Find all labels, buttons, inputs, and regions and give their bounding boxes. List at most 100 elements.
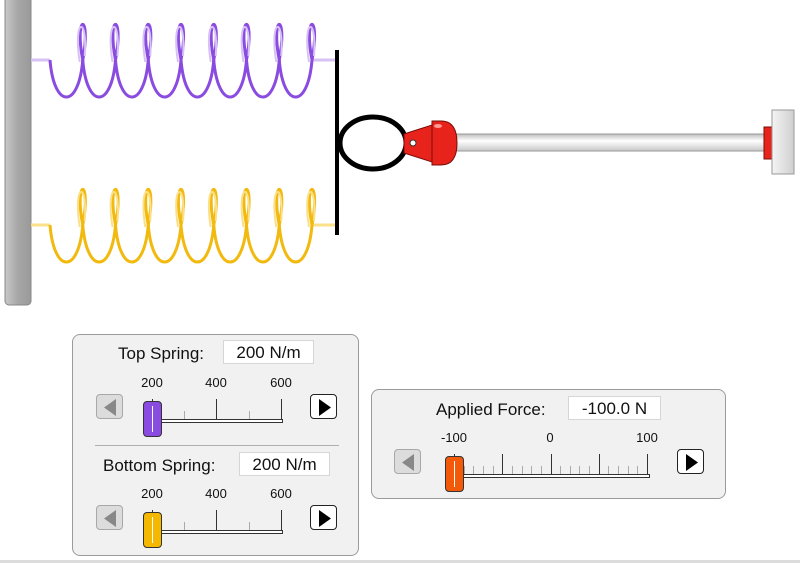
slider-tick: [550, 454, 552, 474]
bottom-spring-label: Bottom Spring:: [103, 456, 216, 475]
spring-coil-highlight: [306, 25, 316, 63]
top-spring-value: 200 N/m: [223, 340, 314, 364]
gripper-pin-icon: [409, 139, 417, 147]
hook: [337, 114, 409, 172]
slider-tick: [216, 510, 217, 530]
spring-scene: [4, 0, 795, 306]
top-spring-tick-label: 200: [141, 375, 163, 390]
top-spring: [31, 23, 337, 99]
top-spring-increase-button[interactable]: [310, 394, 337, 419]
bottom-border: [0, 560, 800, 563]
top-spring-tick-label: 400: [205, 375, 227, 390]
slider-tick: [249, 411, 250, 419]
top-spring-decrease-button[interactable]: [96, 394, 123, 419]
robotic-arm[interactable]: [403, 109, 795, 175]
spring-coil-highlight: [207, 25, 218, 63]
slider-tick: [589, 466, 591, 474]
slider-tick: [281, 510, 282, 530]
applied-force-decrease-button[interactable]: [394, 449, 421, 474]
spring-controls-panel: Top Spring: 200 N/m 200 400 600 Bottom S…: [72, 334, 359, 556]
slider-tick: [184, 522, 185, 530]
spring-coil-highlight: [273, 25, 283, 63]
arm-head: [431, 120, 458, 166]
slider-tick: [473, 466, 475, 474]
spring-coil-highlight: [109, 190, 119, 228]
slider-tick: [511, 466, 513, 474]
wall: [4, 0, 32, 306]
arm-end-block: [771, 109, 795, 175]
spring-coil-highlight: [207, 190, 218, 228]
slider-tick: [637, 466, 639, 474]
spring-coil-bottom: [212, 59, 248, 99]
spring-coil-bottom: [179, 59, 216, 99]
spring-coil-bottom: [48, 224, 85, 264]
spring-coil-bottom: [48, 59, 85, 99]
applied-force-tick-label: 100: [636, 430, 658, 445]
applied-force-value: -100.0 N: [568, 396, 661, 420]
panel-divider: [95, 445, 339, 446]
left-arrow-icon: [402, 454, 414, 471]
applied-force-slider-track[interactable]: [454, 474, 650, 478]
applied-force-label: Applied Force:: [436, 400, 546, 419]
top-spring-tick-label: 600: [270, 375, 292, 390]
spring-coil-highlight: [273, 190, 283, 228]
spring-coil-bottom: [81, 59, 117, 99]
spring-coil-bottom: [146, 59, 183, 99]
bottom-spring-increase-button[interactable]: [310, 505, 337, 530]
left-arrow-icon: [104, 510, 116, 527]
spring-coil-highlight: [109, 25, 119, 63]
applied-force-tick-label: 0: [546, 430, 554, 445]
slider-tick: [502, 454, 504, 474]
spring-coil-highlight: [142, 25, 152, 63]
spring-coil-highlight: [76, 190, 87, 228]
arm-gripper: [403, 124, 433, 163]
slider-tick: [249, 522, 250, 530]
applied-force-panel: Applied Force: -100.0 N -100 0 100: [371, 389, 726, 499]
top-spring-label: Top Spring:: [118, 344, 204, 363]
top-spring-slider-thumb[interactable]: [143, 401, 162, 437]
slider-tick: [482, 466, 484, 474]
slider-tick: [216, 399, 217, 419]
applied-force-increase-button[interactable]: [677, 449, 704, 474]
applied-force-slider-thumb[interactable]: [445, 456, 464, 492]
slider-tick: [184, 411, 185, 419]
bottom-spring-tick-label: 200: [141, 486, 163, 501]
bottom-spring: [31, 188, 337, 264]
spring-coil-bottom: [81, 224, 117, 264]
slider-tick: [647, 454, 648, 474]
spring-coil-bottom: [179, 224, 216, 264]
spring-coil-bottom: [277, 59, 314, 99]
slider-tick: [569, 466, 571, 474]
bottom-spring-decrease-button[interactable]: [96, 505, 123, 530]
slider-tick: [531, 466, 533, 474]
bottom-spring-slider-track[interactable]: [152, 530, 283, 534]
slider-tick: [560, 466, 562, 474]
bottom-spring-tick-label: 600: [270, 486, 292, 501]
bottom-spring-value: 200 N/m: [239, 452, 330, 476]
spring-coil-bottom: [245, 59, 281, 99]
bottom-spring-slider-thumb[interactable]: [143, 512, 162, 548]
slider-tick: [521, 466, 523, 474]
slider-tick: [608, 466, 610, 474]
right-arrow-icon: [319, 510, 331, 527]
top-spring-slider-track[interactable]: [152, 419, 283, 423]
spring-coil-bottom: [146, 224, 183, 264]
spring-coil-bottom: [212, 224, 248, 264]
spring-coil-bottom: [114, 224, 150, 264]
applied-force-tick-label: -100: [440, 430, 468, 445]
spring-coil-highlight: [306, 190, 316, 228]
spring-coil-highlight: [175, 25, 185, 63]
spring-coil-bottom: [277, 224, 314, 264]
spring-coil-highlight: [240, 190, 250, 228]
spring-coil-bottom: [114, 59, 150, 99]
slider-tick: [627, 466, 629, 474]
spring-coil-highlight: [142, 190, 152, 228]
slider-tick: [598, 454, 600, 474]
spring-coil-highlight: [76, 25, 87, 63]
slider-tick: [540, 466, 542, 474]
right-arrow-icon: [319, 399, 331, 416]
arm-rod: [447, 133, 769, 152]
bottom-spring-tick-label: 400: [205, 486, 227, 501]
right-arrow-icon: [686, 454, 698, 471]
spring-coil-bottom: [245, 224, 281, 264]
